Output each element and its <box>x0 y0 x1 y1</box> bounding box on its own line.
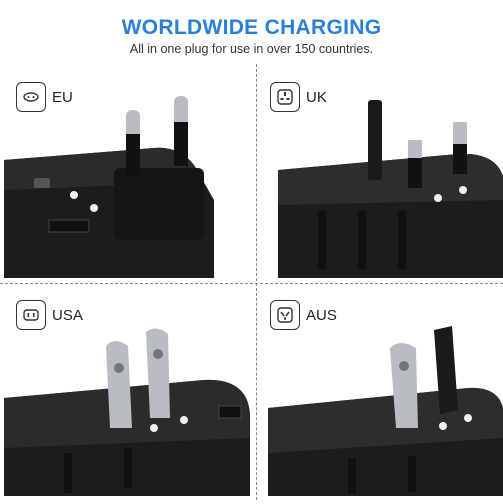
usa-label: USA <box>52 306 83 324</box>
uk-badge: UK <box>270 82 327 112</box>
horizontal-divider <box>0 283 503 284</box>
panel-usa: USA <box>4 288 250 496</box>
panel-aus: AUS <box>258 288 503 496</box>
aus-label: AUS <box>306 306 337 324</box>
vertical-divider <box>256 64 257 500</box>
eu-adapter-photo <box>4 96 214 278</box>
panel-uk: UK <box>258 70 503 278</box>
uk-socket-icon <box>270 82 300 112</box>
aus-adapter-photo <box>268 326 503 496</box>
uk-adapter-photo <box>278 100 503 278</box>
panel-eu: EU <box>4 70 250 278</box>
usa-socket-icon <box>16 300 46 330</box>
usa-adapter-photo <box>4 328 250 496</box>
page-title: WORLDWIDE CHARGING <box>121 16 382 39</box>
aus-badge: AUS <box>270 300 337 330</box>
eu-socket-icon <box>16 82 46 112</box>
eu-label: EU <box>52 88 73 106</box>
uk-label: UK <box>306 88 327 106</box>
eu-badge: EU <box>16 82 73 112</box>
aus-socket-icon <box>270 300 300 330</box>
page-subtitle: All in one plug for use in over 150 coun… <box>129 42 374 56</box>
usa-badge: USA <box>16 300 83 330</box>
